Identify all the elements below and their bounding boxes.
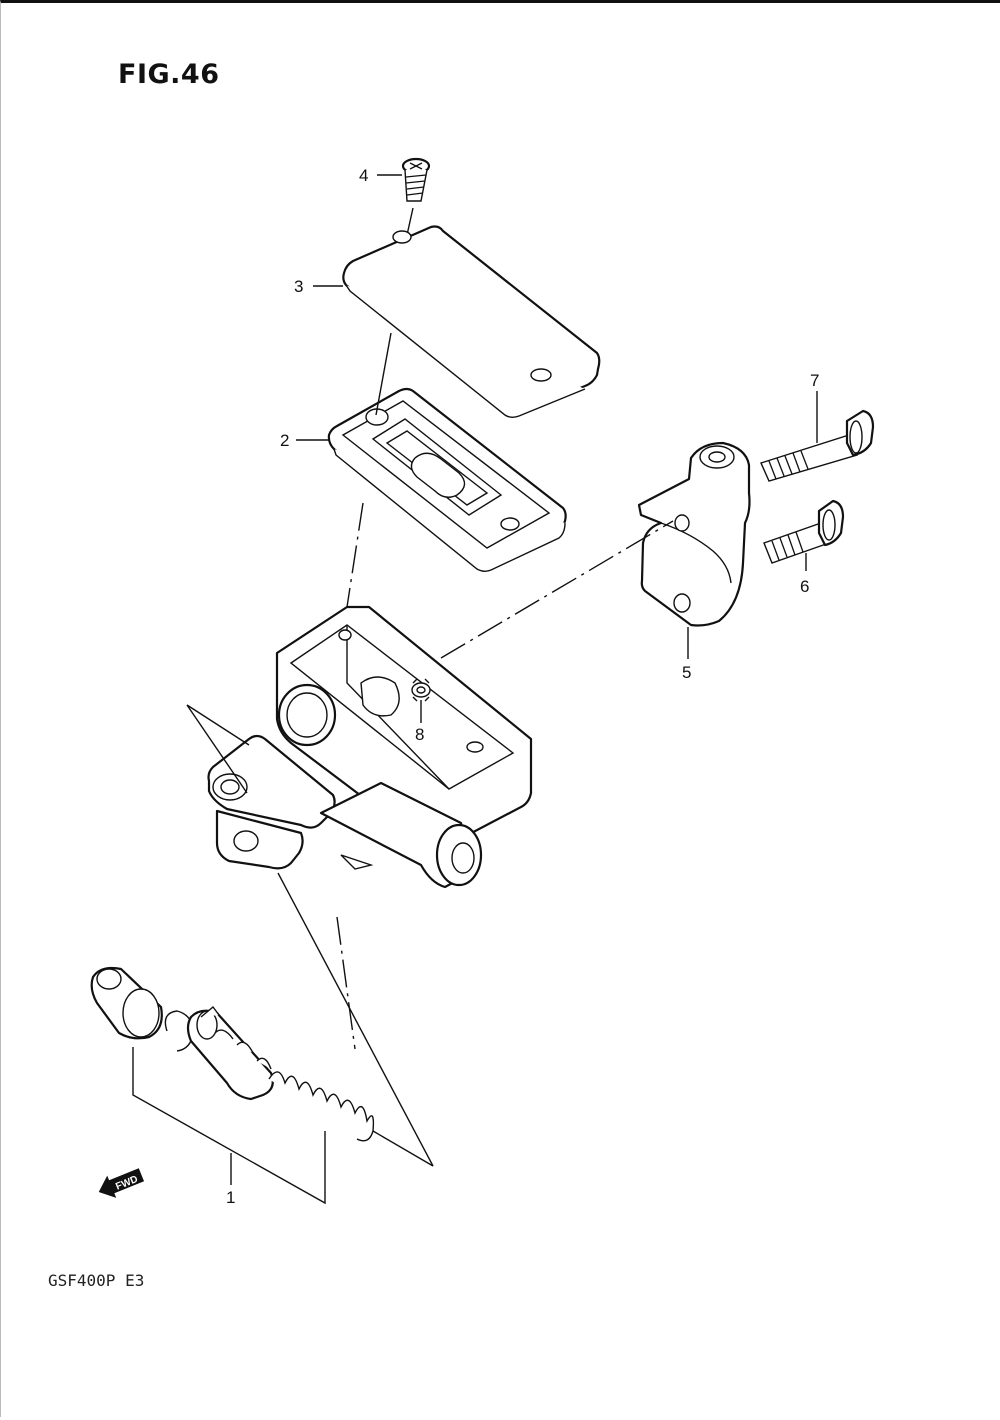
part-3-reservoir-cap bbox=[342, 225, 601, 418]
figure-title: FIG.46 bbox=[118, 59, 220, 90]
part-8-clip bbox=[411, 678, 431, 702]
projection-line-top-left bbox=[186, 704, 248, 794]
part-4-screw bbox=[401, 157, 431, 202]
callout-5: 5 bbox=[682, 663, 691, 682]
projection-line-short bbox=[372, 1130, 434, 1167]
callout-7: 7 bbox=[810, 371, 819, 390]
part-5-clamp bbox=[637, 441, 751, 627]
callout-4: 4 bbox=[359, 166, 368, 185]
leader-1-bracket bbox=[132, 1047, 326, 1205]
callout-2: 2 bbox=[280, 431, 289, 450]
cap-to-diaphragm-line bbox=[375, 332, 392, 416]
callout-1: 1 bbox=[226, 1188, 235, 1207]
fwd-arrow-icon: FWD bbox=[98, 1168, 145, 1198]
model-code: GSF400P E3 bbox=[48, 1271, 145, 1290]
master-cylinder-body bbox=[207, 605, 533, 889]
body-to-piston-line bbox=[336, 916, 356, 1050]
exploded-parts-diagram: 4 3 2 7 6 5 8 1 FWD bbox=[90, 157, 875, 1207]
part-7-bolt bbox=[760, 409, 875, 482]
callout-8: 8 bbox=[415, 725, 424, 744]
projection-line-long bbox=[277, 872, 434, 1167]
part-1-piston-kit bbox=[90, 966, 375, 1142]
callout-6: 6 bbox=[800, 577, 809, 596]
part-2-diaphragm bbox=[327, 387, 567, 572]
projection-line-top-right bbox=[186, 704, 250, 746]
part-6-bolt bbox=[763, 499, 845, 564]
callout-3: 3 bbox=[294, 277, 303, 296]
screw-axis-line bbox=[406, 207, 414, 236]
body-to-clamp-line bbox=[440, 520, 674, 659]
